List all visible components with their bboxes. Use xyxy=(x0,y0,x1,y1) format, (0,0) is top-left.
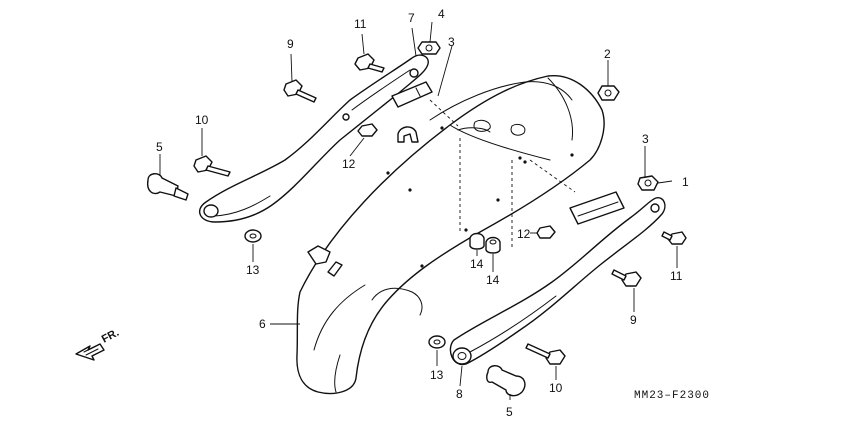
callout-3-right: 3 xyxy=(642,132,649,146)
callout-5-left: 5 xyxy=(156,140,163,154)
figure-code: MM23–F2300 xyxy=(634,390,710,402)
callout-12-left: 12 xyxy=(342,157,356,171)
rear-fender xyxy=(296,75,605,395)
callout-1: 1 xyxy=(682,175,689,189)
collar-14-a xyxy=(469,232,485,250)
bolt-9-left xyxy=(283,79,317,103)
collar-14-b xyxy=(485,236,501,254)
bolt-11-left xyxy=(354,53,385,73)
callout-13-right: 13 xyxy=(430,368,444,382)
bolt-10-right xyxy=(525,343,566,365)
leader-lines xyxy=(159,21,678,400)
nut-1 xyxy=(637,175,659,191)
nut-12-left xyxy=(357,123,378,137)
callout-10-right: 10 xyxy=(549,381,563,395)
washer-13-right xyxy=(428,335,446,349)
right-grab-rail xyxy=(449,197,666,366)
callout-3-left: 3 xyxy=(448,35,455,49)
front-direction-indicator: FR. xyxy=(75,327,121,361)
bolt-9-right xyxy=(611,269,642,287)
bolt-11-right xyxy=(661,231,687,245)
washer-13-left xyxy=(244,229,262,243)
callout-10-left: 10 xyxy=(195,113,209,127)
bolt-10-left xyxy=(193,155,231,177)
callout-9-right: 9 xyxy=(630,313,637,327)
callout-11-left: 11 xyxy=(354,17,367,31)
collar-5-right xyxy=(486,365,526,397)
callout-12-right: 12 xyxy=(517,227,531,241)
callout-13-left: 13 xyxy=(246,263,260,277)
left-grab-rail xyxy=(198,54,429,223)
callout-9-left: 9 xyxy=(287,37,294,51)
callout-11-right: 11 xyxy=(670,269,683,283)
nut-12-right xyxy=(536,225,556,239)
reflector-left xyxy=(391,81,433,108)
callout-labels: 1 2 3 3 4 5 5 6 7 8 9 9 10 10 11 11 12 1… xyxy=(156,7,689,419)
alignment-lines xyxy=(429,99,576,248)
callout-4: 4 xyxy=(438,7,445,21)
fender-clip xyxy=(307,245,343,277)
nut-4 xyxy=(417,41,441,55)
front-direction-label: FR. xyxy=(100,327,121,346)
front-arrow-icon xyxy=(75,343,105,361)
callout-6: 6 xyxy=(259,317,266,331)
callout-5-right: 5 xyxy=(506,405,513,419)
callout-2: 2 xyxy=(604,47,611,61)
nut-2 xyxy=(597,85,620,101)
callout-14-b: 14 xyxy=(486,273,500,287)
callout-8: 8 xyxy=(456,387,463,401)
fender-bracket xyxy=(397,126,419,143)
collar-5-left xyxy=(146,173,189,201)
callout-7: 7 xyxy=(408,11,415,25)
callout-14-a: 14 xyxy=(470,257,484,271)
reflector-right xyxy=(569,191,625,225)
